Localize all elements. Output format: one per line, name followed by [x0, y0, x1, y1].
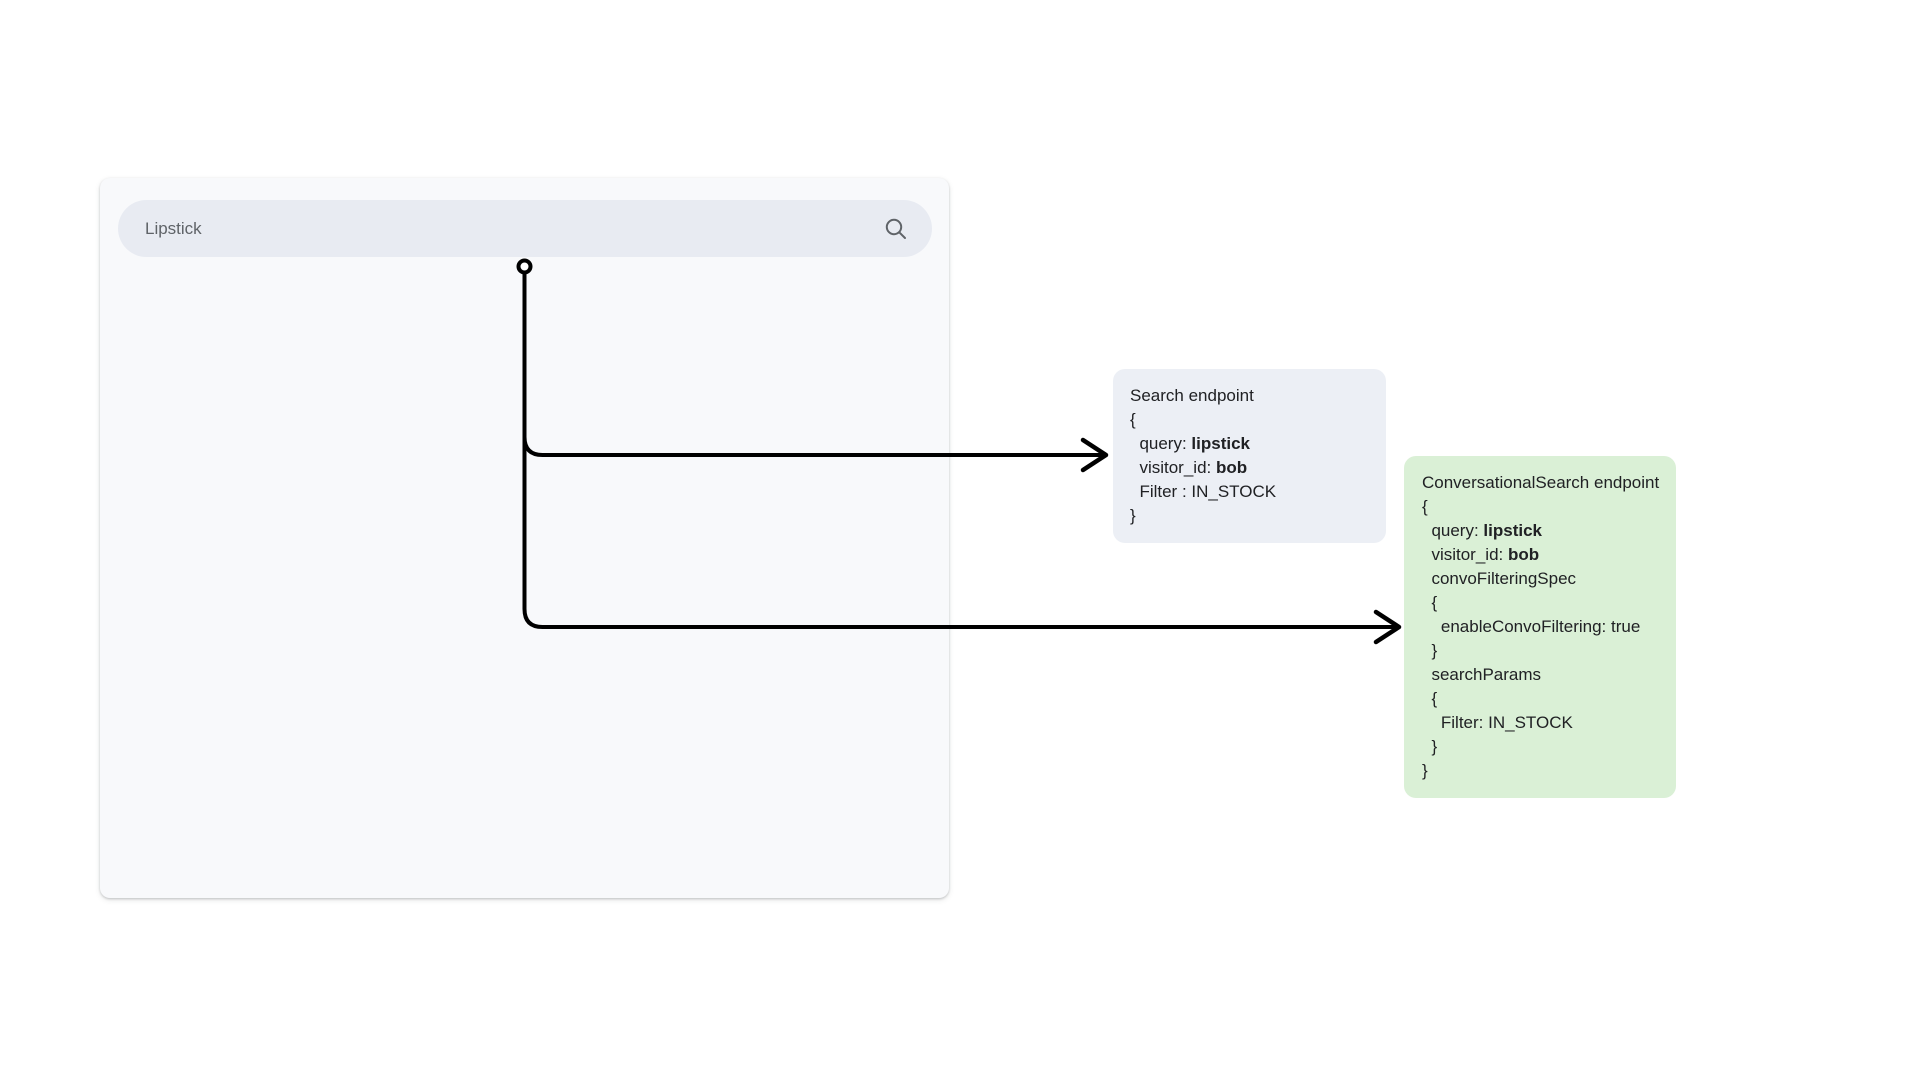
brace-close-line: }	[1422, 761, 1428, 780]
visitor-value: bob	[1215, 458, 1248, 477]
conversational-search-endpoint-card: ConversationalSearch endpoint { query: l…	[1404, 456, 1676, 798]
brace-open-line: {	[1130, 410, 1136, 429]
visitor-line: visitor_id: bob	[1130, 456, 1372, 480]
visitor-value: bob	[1507, 545, 1540, 564]
enable-convo-filtering-line: enableConvoFiltering: true	[1422, 617, 1641, 636]
search-params-line: searchParams	[1422, 665, 1542, 684]
search-endpoint-card: Search endpoint { query: lipstick visito…	[1113, 369, 1386, 543]
arrowhead-conversationalsearch	[1373, 609, 1402, 645]
visitor-label: visitor_id:	[1422, 545, 1508, 564]
query-line: query: lipstick	[1130, 432, 1372, 456]
visitor-line: visitor_id: bob	[1422, 543, 1664, 567]
query-line: query: lipstick	[1422, 519, 1664, 543]
filter-line: Filter : IN_STOCK	[1130, 482, 1277, 501]
params-brace-close-line: }	[1422, 737, 1438, 756]
filter-line: Filter: IN_STOCK	[1422, 713, 1573, 732]
search-icon[interactable]	[883, 216, 909, 242]
search-bar[interactable]: Lipstick	[118, 200, 932, 257]
brace-open-line: {	[1422, 497, 1428, 516]
visitor-label: visitor_id:	[1130, 458, 1216, 477]
convo-brace-open-line: {	[1422, 593, 1438, 612]
params-brace-open-line: {	[1422, 689, 1438, 708]
query-value: lipstick	[1191, 434, 1251, 453]
query-value: lipstick	[1483, 521, 1543, 540]
search-query-text: Lipstick	[145, 218, 202, 238]
brace-close-line: }	[1130, 506, 1136, 525]
query-label: query:	[1422, 521, 1484, 540]
query-label: query:	[1130, 434, 1192, 453]
card-title: ConversationalSearch endpoint	[1422, 473, 1660, 492]
card-title: Search endpoint	[1130, 386, 1254, 405]
convo-filtering-spec-line: convoFilteringSpec	[1422, 569, 1577, 588]
search-results-panel: Lipstick	[100, 178, 949, 898]
arrowhead-search	[1080, 437, 1109, 473]
convo-brace-close-line: }	[1422, 641, 1438, 660]
